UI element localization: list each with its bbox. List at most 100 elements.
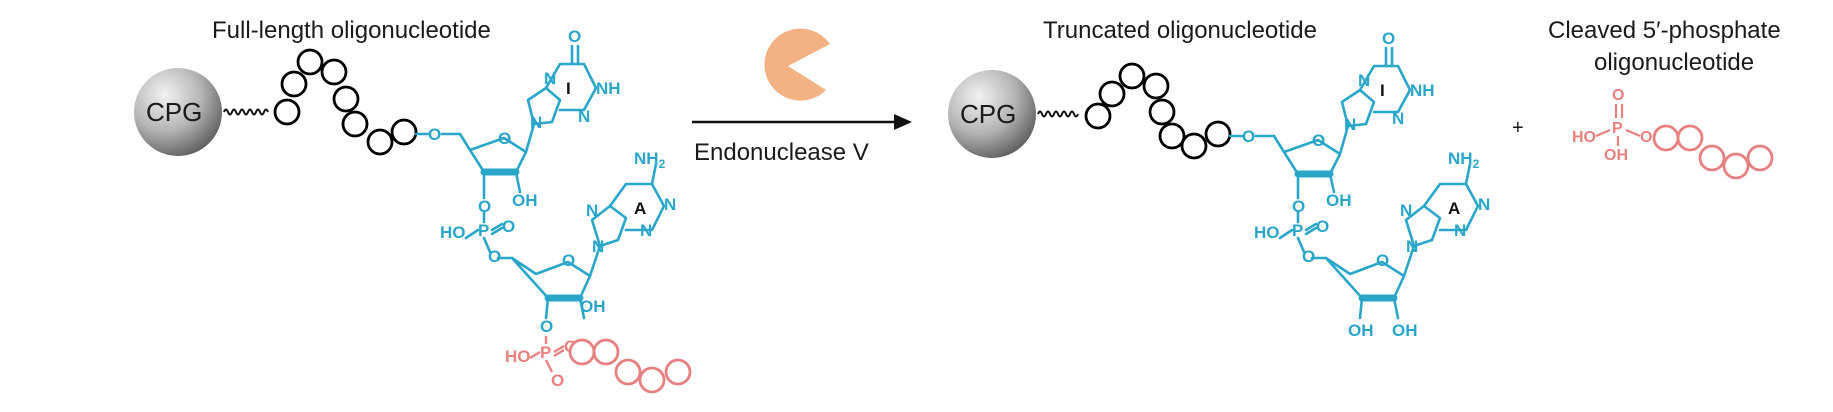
cpg-bead-label: CPG bbox=[960, 99, 1016, 129]
enzyme-name: Endonuclease V bbox=[694, 139, 869, 166]
arrow-head bbox=[894, 114, 912, 130]
strand-nucleotide bbox=[320, 58, 348, 86]
pacman-enzyme-icon bbox=[764, 28, 830, 101]
strand-nucleotide bbox=[1084, 102, 1112, 130]
o-ribose: O bbox=[1376, 251, 1389, 270]
ho-label: HO bbox=[1254, 223, 1280, 242]
inosine-adenosine-structure bbox=[414, 44, 666, 320]
n-label: N bbox=[1392, 109, 1404, 128]
o-ribose: O bbox=[562, 251, 575, 270]
o-label: O bbox=[488, 247, 501, 266]
strand-nucleotide bbox=[664, 358, 692, 386]
strand-nucleotide bbox=[280, 70, 308, 98]
carbonyl-o: O bbox=[568, 27, 581, 46]
strand-nucleotide bbox=[1676, 124, 1704, 152]
n-label: N bbox=[530, 113, 542, 132]
left-panel: Full-length oligonucleotide CPG bbox=[134, 17, 692, 394]
strand-nucleotide bbox=[1722, 152, 1750, 180]
oh-label: OH bbox=[1604, 147, 1628, 164]
o-link: O bbox=[1242, 127, 1255, 146]
n-label: N bbox=[544, 69, 556, 88]
oh-label: OH bbox=[1392, 321, 1418, 340]
truncated-structure bbox=[1228, 46, 1480, 320]
strand-nucleotide bbox=[341, 110, 369, 138]
left-title: Full-length oligonucleotide bbox=[212, 17, 491, 44]
strand-black bbox=[273, 48, 418, 156]
p-label: P bbox=[540, 343, 551, 362]
cleaved-title-line1: Cleaved 5′-phosphate bbox=[1548, 17, 1781, 44]
strand-nucleotide bbox=[273, 98, 301, 126]
reaction: Endonuclease V bbox=[692, 28, 912, 166]
n-label: N bbox=[1344, 115, 1356, 134]
cleaved-segment-left: P O HO O bbox=[505, 336, 692, 394]
o-label: O bbox=[478, 197, 491, 216]
n-label: N bbox=[1454, 221, 1466, 240]
n-label: N bbox=[1358, 71, 1370, 90]
o-label: O bbox=[1302, 247, 1315, 266]
o-label: O bbox=[551, 371, 564, 390]
o-ribose: O bbox=[498, 129, 511, 148]
strand-nucleotide bbox=[1118, 62, 1146, 90]
strand-nucleotide bbox=[592, 338, 620, 366]
n-label: N bbox=[1478, 195, 1490, 214]
strand-nucleotide bbox=[1180, 132, 1208, 160]
nh2-label: NH2 bbox=[1448, 149, 1480, 171]
cpg-bead bbox=[948, 70, 1036, 158]
nh-label: NH bbox=[596, 79, 621, 98]
o-label: O bbox=[1640, 129, 1652, 146]
oh-label: OH bbox=[1326, 191, 1352, 210]
o-ribose: O bbox=[1312, 131, 1325, 150]
o-label: O bbox=[502, 217, 515, 236]
right-title: Truncated oligonucleotide bbox=[1043, 17, 1317, 44]
adenine-letter: A bbox=[1448, 199, 1460, 218]
n-label: N bbox=[586, 201, 598, 220]
strand-nucleotide bbox=[1652, 124, 1680, 152]
linker bbox=[223, 108, 269, 116]
o-label: O bbox=[1292, 197, 1305, 216]
n-label: N bbox=[640, 221, 652, 240]
o-link: O bbox=[428, 125, 441, 144]
p-label: P bbox=[1612, 120, 1623, 137]
strand-nucleotide bbox=[296, 48, 324, 76]
cpg-bead-label: CPG bbox=[146, 97, 202, 127]
nh-label: NH bbox=[1410, 81, 1435, 100]
strand-nucleotide bbox=[1204, 120, 1232, 148]
p-label: P bbox=[478, 221, 489, 240]
oh-label: OH bbox=[580, 297, 606, 316]
cleaved-title-line2: oligonucleotide bbox=[1594, 49, 1754, 76]
n-label: N bbox=[592, 237, 604, 256]
strand-nucleotide bbox=[1158, 122, 1186, 150]
strand-nucleotide bbox=[1746, 144, 1774, 172]
ho-label: HO bbox=[1572, 129, 1596, 146]
n-label: N bbox=[1406, 237, 1418, 256]
nh2-label: NH2 bbox=[634, 149, 666, 171]
carbonyl-o: O bbox=[1382, 29, 1395, 48]
cleaved-product: Cleaved 5′-phosphate oligonucleotide O P… bbox=[1548, 17, 1781, 180]
inosine-letter: I bbox=[566, 79, 571, 98]
o-label: O bbox=[1316, 217, 1329, 236]
o-label: O bbox=[540, 317, 553, 336]
ho-label: HO bbox=[505, 347, 531, 366]
strand-nucleotide bbox=[1142, 72, 1170, 100]
strand-nucleotide bbox=[614, 358, 642, 386]
oh-label: OH bbox=[1348, 321, 1374, 340]
strand-nucleotide bbox=[332, 85, 360, 113]
ho-label: HO bbox=[440, 223, 466, 242]
n-label: N bbox=[1400, 201, 1412, 220]
oh-label: OH bbox=[512, 191, 538, 210]
o-label: O bbox=[1612, 87, 1624, 104]
strand-nucleotide bbox=[568, 338, 596, 366]
adenine-letter: A bbox=[634, 199, 646, 218]
inosine-letter: I bbox=[1380, 81, 1385, 100]
linker bbox=[1037, 110, 1079, 118]
strand-nucleotide bbox=[1148, 98, 1176, 126]
right-panel: Truncated oligonucleotide CPG bbox=[948, 17, 1524, 340]
n-label: N bbox=[578, 107, 590, 126]
cpg-bead bbox=[134, 68, 222, 156]
n-label: N bbox=[664, 195, 676, 214]
strand-nucleotide bbox=[366, 128, 394, 156]
strand-nucleotide bbox=[1698, 144, 1726, 172]
strand-nucleotide bbox=[1098, 80, 1126, 108]
strand-nucleotide bbox=[638, 366, 666, 394]
